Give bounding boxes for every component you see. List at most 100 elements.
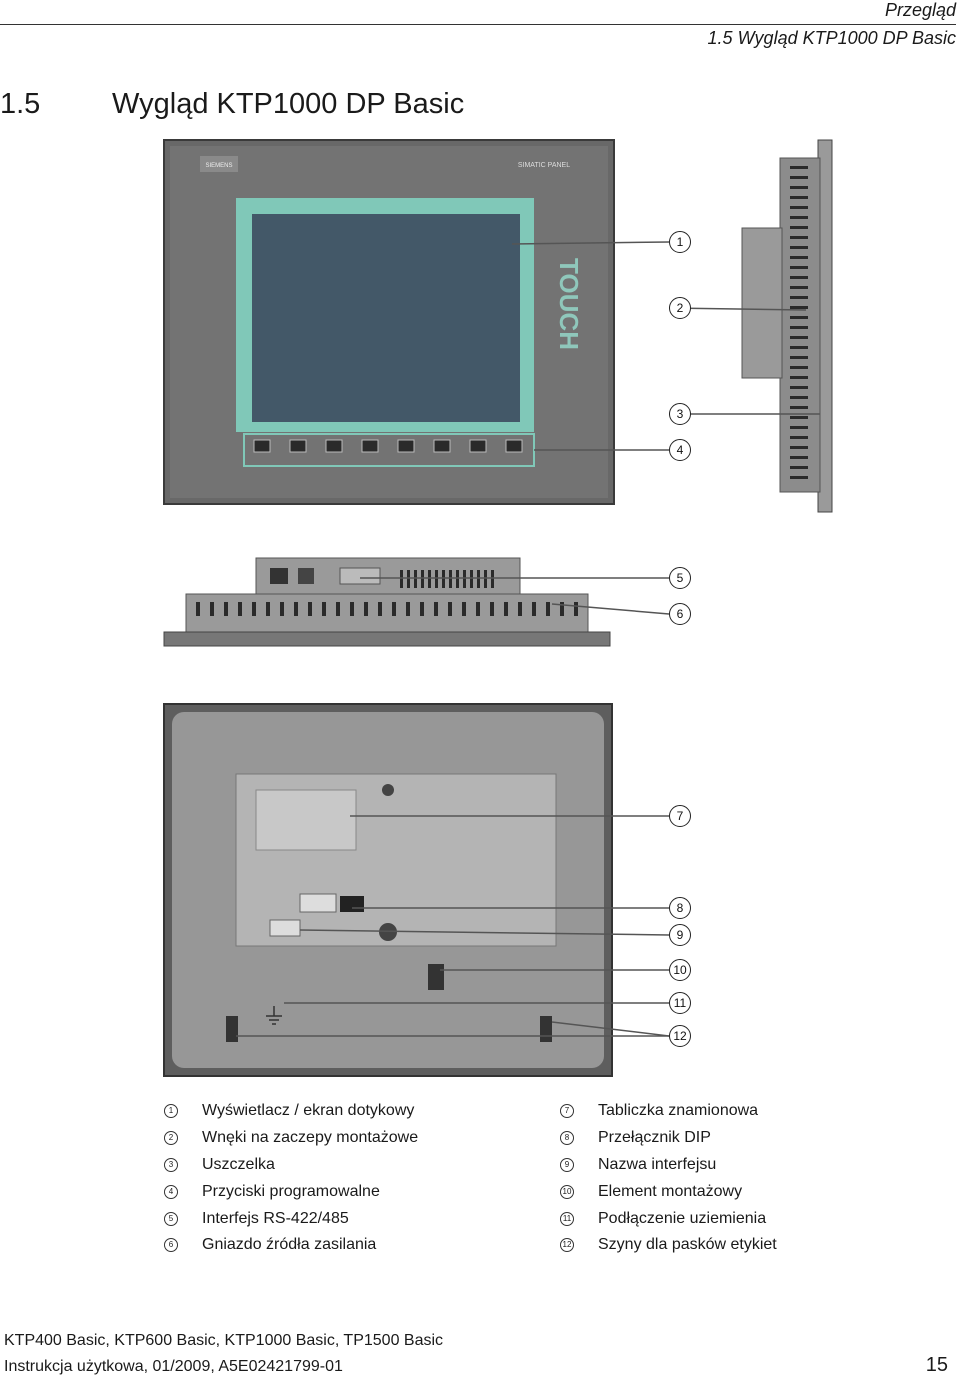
softkey <box>325 439 343 453</box>
connector-vent-slot <box>407 570 410 588</box>
callout-marker: 11 <box>669 992 691 1014</box>
callout-marker: 10 <box>669 959 691 981</box>
legend-number: 2 <box>164 1131 178 1146</box>
terminal-block <box>299 893 337 913</box>
legend-number: 6 <box>164 1238 178 1253</box>
rs485-port <box>270 568 288 584</box>
side-vent-slot <box>790 346 808 349</box>
softkey <box>397 439 415 453</box>
dip-switch <box>340 896 364 912</box>
bottom-vent-slot <box>462 602 466 616</box>
softkey <box>361 439 379 453</box>
side-vent-slot <box>790 236 808 239</box>
connector-vent-slot <box>477 570 480 588</box>
brand-logo: SIEMENS <box>205 163 232 169</box>
side-vent-slot <box>790 476 808 479</box>
bottom-vent-slot <box>378 602 382 616</box>
callout-marker: 9 <box>669 924 691 946</box>
bottom-vent-slot <box>406 602 410 616</box>
page-number: 15 <box>925 1354 948 1376</box>
bottom-vent-slot <box>322 602 326 616</box>
header-rule <box>0 24 956 25</box>
connector-vent-slot <box>442 570 445 588</box>
bottom-vent-slot <box>434 602 438 616</box>
device-figure: SIEMENS SIMATIC PANEL TOUCH <box>163 139 833 1077</box>
connector-vent-slot <box>470 570 473 588</box>
mounting-hole <box>379 923 397 941</box>
softkey <box>433 439 451 453</box>
legend-text: Przełącznik DIP <box>598 1129 711 1147</box>
legend-item: 8 Przełącznik DIP <box>560 1125 777 1152</box>
bottom-vent-slot <box>280 602 284 616</box>
connector-vent-slot <box>435 570 438 588</box>
legend-number: 5 <box>164 1211 178 1226</box>
bottom-vent-slot <box>294 602 298 616</box>
legend-item: 5 Interfejs RS-422/485 <box>164 1205 418 1232</box>
side-vent-slot <box>790 326 808 329</box>
legend-text: Wyświetlacz / ekran dotykowy <box>202 1102 415 1120</box>
bottom-vent-slot <box>490 602 494 616</box>
side-connector-block <box>741 227 783 379</box>
bottom-vent-slot <box>336 602 340 616</box>
side-vent-slot <box>790 426 808 429</box>
softkey <box>469 439 487 453</box>
bottom-vent-slot <box>350 602 354 616</box>
side-vent-slot <box>790 196 808 199</box>
mounting-element <box>428 964 444 990</box>
bottom-vent-slot <box>532 602 536 616</box>
legend-text: Interfejs RS-422/485 <box>202 1209 349 1227</box>
bottom-vent-slot <box>448 602 452 616</box>
connector-vent-slot <box>463 570 466 588</box>
leader-line <box>551 1021 670 1037</box>
softkeys <box>253 439 523 453</box>
side-vent-slot <box>790 216 808 219</box>
connector-vent-slot <box>414 570 417 588</box>
brand-plate <box>200 156 238 172</box>
bottom-vent-slot <box>238 602 242 616</box>
model-label: SIMATIC PANEL <box>518 162 570 169</box>
connector-vent-slot <box>456 570 459 588</box>
softkey <box>253 439 271 453</box>
connector-vent-slot <box>449 570 452 588</box>
side-vent-slot <box>790 266 808 269</box>
side-vent-slot <box>790 166 808 169</box>
section-number: 1.5 <box>0 88 41 120</box>
side-vent-slot <box>790 436 808 439</box>
bottom-vent-slot <box>504 602 508 616</box>
leader-line <box>551 603 670 615</box>
side-view <box>741 139 833 513</box>
legend-item: 11 Podłączenie uziemienia <box>560 1205 777 1232</box>
side-vent-slot <box>790 306 808 309</box>
side-vents <box>790 166 808 479</box>
legend-text: Wnęki na zaczepy montażowe <box>202 1129 419 1147</box>
bottom-vent-slot <box>210 602 214 616</box>
side-vent-slot <box>790 316 808 319</box>
legend-number: 8 <box>560 1131 574 1146</box>
touch-screen <box>252 214 520 422</box>
legend-number: 12 <box>560 1238 574 1253</box>
bottom-vent-slot <box>574 602 578 616</box>
legend-text: Nazwa interfejsu <box>598 1155 717 1173</box>
bottom-vent-slot <box>266 602 270 616</box>
touch-label: TOUCH <box>554 258 584 350</box>
running-header-chapter: 1.5 Wygląd KTP1000 DP Basic <box>707 28 956 48</box>
connector-vent-slot <box>421 570 424 588</box>
side-vent-slot <box>790 446 808 449</box>
callout-leaders <box>236 241 820 1037</box>
side-vent-slot <box>790 456 808 459</box>
running-header-section: Przegląd <box>884 0 956 20</box>
legend-text: Podłączenie uziemienia <box>598 1209 767 1227</box>
label-rail-left <box>226 1016 238 1042</box>
bottom-vent-slot <box>392 602 396 616</box>
connector-vent-slot <box>491 570 494 588</box>
side-vent-slot <box>790 186 808 189</box>
legend-number: 11 <box>560 1211 574 1226</box>
callout-marker: 2 <box>669 297 691 319</box>
bottom-vent-slot <box>308 602 312 616</box>
